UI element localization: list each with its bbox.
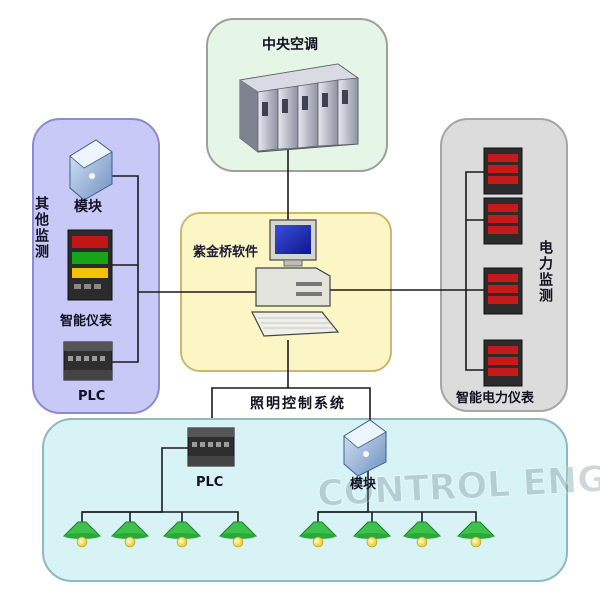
ac-rack-icon: [238, 63, 360, 153]
central-ac-label: 中央空调: [262, 37, 318, 53]
lamp-icon: [352, 521, 392, 548]
plc-left-icon: [63, 341, 113, 381]
module-left-label: 模块: [74, 199, 102, 215]
module-bottom-icon: [343, 419, 387, 477]
line-right-bus: [465, 171, 484, 371]
lamp-icon: [110, 521, 150, 548]
smart-power-meter-label: 智能电力仪表: [456, 391, 535, 406]
lamp-icon: [402, 521, 442, 548]
lamp-icon: [298, 521, 338, 548]
power-meter-4-icon: [483, 339, 523, 387]
power-meter-icons: [483, 147, 523, 387]
power-meter-1-icon: [483, 147, 523, 195]
power-meter-2-icon: [483, 197, 523, 245]
smart-meter-left-label: 智能仪表: [60, 314, 113, 329]
line-lamps-right-bus: [318, 511, 477, 522]
power-monitoring-label: 电力监测: [537, 240, 553, 304]
module-bottom-label: 模块: [350, 477, 377, 492]
power-meter-3-icon: [483, 267, 523, 315]
lamp-icon: [162, 521, 202, 548]
module-left-icon: [69, 139, 113, 201]
lighting-control-panel: [42, 418, 568, 582]
line-lighting-bus: [211, 387, 371, 428]
line-lamps-left-bus: [82, 511, 239, 522]
plc-bottom-label: PLC: [196, 475, 224, 490]
other-monitoring-label: 其他监测: [33, 196, 49, 260]
plc-left-label: PLC: [78, 389, 106, 404]
lamp-icon: [456, 521, 496, 548]
lamp-group: [62, 521, 496, 548]
computer-icon: [251, 219, 340, 337]
connection-lines: [81, 148, 484, 522]
smart-meter-left-icon: [67, 229, 113, 301]
plc-bottom-icon: [187, 427, 235, 467]
lamp-icon: [218, 521, 258, 548]
lamp-icon: [62, 521, 102, 548]
software-label: 紫金桥软件: [193, 245, 259, 260]
lighting-control-label: 照明控制系统: [250, 396, 346, 412]
line-plc-to-lamps: [81, 447, 188, 522]
line-left-bus: [110, 175, 139, 363]
